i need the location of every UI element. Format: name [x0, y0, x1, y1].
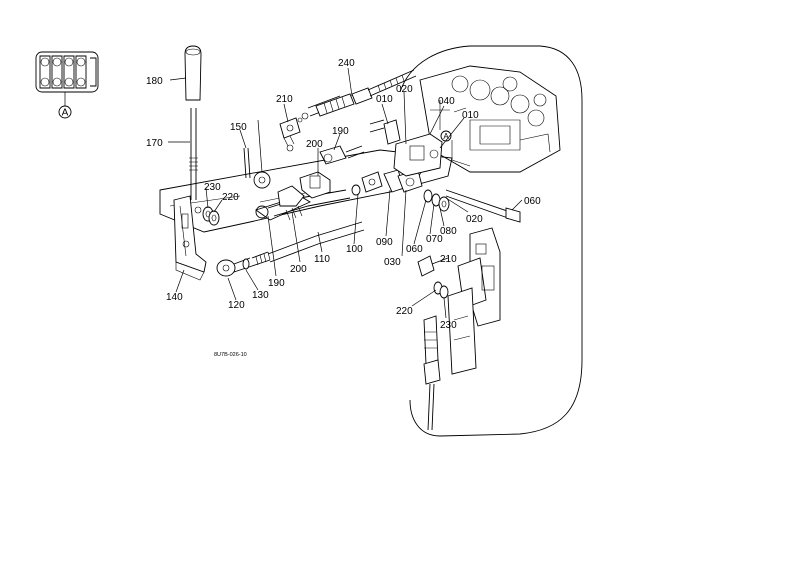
label-180: 180: [146, 76, 163, 87]
label-130: 130: [252, 290, 269, 301]
label-200-lower: 200: [290, 264, 307, 275]
label-080: 080: [440, 226, 457, 237]
view-a-pointer-marker: [440, 130, 452, 142]
label-110: 110: [314, 254, 330, 265]
label-200-upper: 200: [306, 139, 323, 150]
spring-pin: [243, 147, 251, 179]
lower-cable: [423, 315, 441, 431]
plate-washer: [253, 171, 271, 189]
label-010-left: 010: [376, 94, 393, 105]
washers-230-220-left: [202, 206, 220, 226]
view-a-pointer-label: A: [443, 132, 449, 141]
label-220-lower: 220: [396, 306, 413, 317]
view-a-inset: A: [35, 51, 99, 119]
lever-grip: [184, 45, 202, 101]
lever-rod: [189, 108, 198, 200]
part-number-labels: 180 170 240 210 150 190 200 010 020 040 …: [146, 58, 541, 358]
spool-connector: [369, 119, 443, 177]
label-170: 170: [146, 138, 163, 149]
label-100: 100: [346, 244, 363, 255]
drawing-code: 8U7B-026-10: [214, 352, 247, 358]
lever-bracket: [173, 195, 207, 281]
rod-end-assembly: [216, 251, 271, 277]
label-060-right: 060: [524, 196, 541, 207]
lower-valve-body: [447, 227, 501, 375]
control-rod: [267, 221, 365, 263]
cable-joint-upper: [279, 117, 301, 152]
washers-060-070-080: [423, 189, 450, 212]
label-150: 150: [230, 122, 247, 133]
view-a-marker: [58, 105, 72, 119]
label-020-lower: 020: [466, 214, 483, 225]
joint-pieces-upper: [319, 145, 365, 165]
label-190-lower: 190: [268, 278, 285, 289]
label-010-right: 010: [462, 110, 479, 121]
leader-lines: [168, 67, 523, 319]
label-240: 240: [338, 58, 355, 69]
label-210-lower: 210: [440, 254, 457, 265]
lever-arm: [255, 171, 351, 221]
label-120: 120: [228, 300, 245, 311]
view-a-marker-label: A: [62, 108, 69, 119]
label-190-upper: 190: [332, 126, 349, 137]
housing-outline: [399, 45, 583, 437]
bolt-050: [445, 189, 521, 223]
label-140: 140: [166, 292, 183, 303]
label-030: 030: [384, 257, 401, 268]
label-060-lower: 060: [406, 244, 423, 255]
label-230-lower: 230: [440, 320, 457, 331]
label-210-upper: 210: [276, 94, 293, 105]
label-070: 070: [426, 234, 443, 245]
clevis-joint: [351, 169, 423, 196]
label-020-upper: 020: [396, 84, 413, 95]
label-090: 090: [376, 237, 393, 248]
cable-assembly: [297, 69, 417, 123]
label-220-left: 220: [222, 192, 239, 203]
label-040: 040: [438, 96, 455, 107]
label-230-left: 230: [204, 182, 221, 193]
